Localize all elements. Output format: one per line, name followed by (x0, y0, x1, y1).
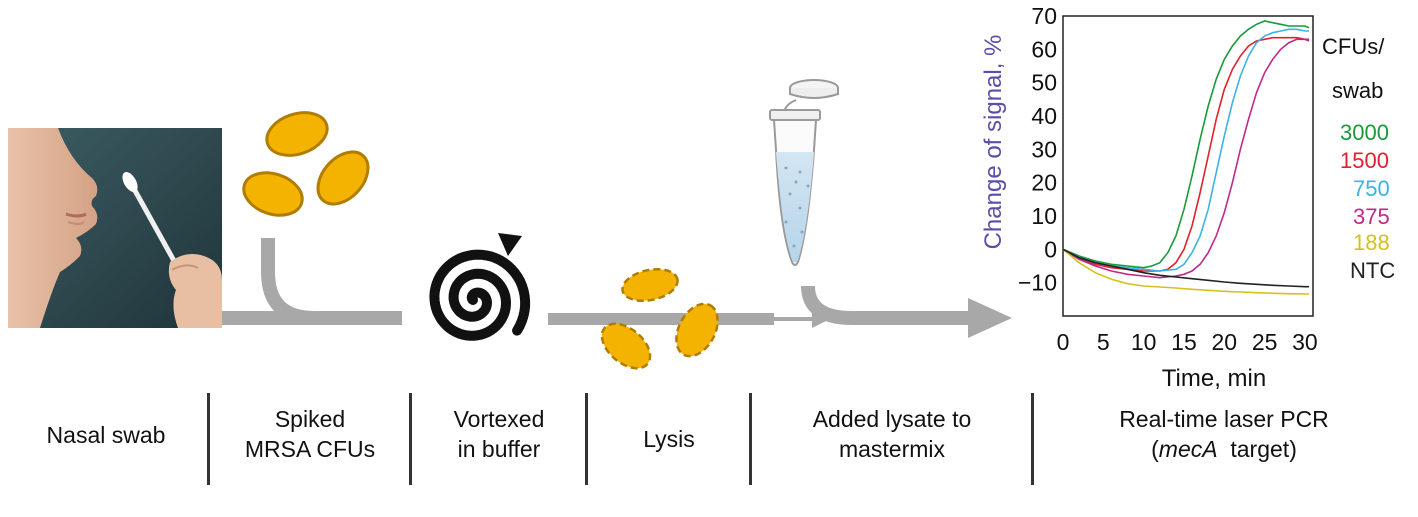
legend-item-3000: 3000 (1340, 120, 1389, 145)
step-added-line1: Added lysate to (812, 406, 972, 432)
pcr-tube-icon (769, 79, 839, 266)
y-tick-label: 50 (1031, 70, 1057, 96)
chart-axes (1062, 15, 1314, 317)
step-divider (1031, 393, 1034, 485)
plot-area (1062, 15, 1314, 317)
step-divider (409, 393, 412, 485)
y-tick-label: 70 (1031, 3, 1057, 29)
series-line-ntc (1062, 248, 1309, 288)
y-tick-label: 40 (1031, 103, 1057, 129)
step-vortex-line2: in buffer (457, 436, 541, 462)
series-line-375 (1062, 38, 1310, 279)
legend-title-line1: CFUs/ (1322, 34, 1385, 59)
x-tick-label: 0 (1057, 329, 1070, 355)
step-pcr-line2: (mecA target) (1036, 434, 1412, 464)
step-lysis-line1: Lysis (643, 426, 695, 452)
step-pcr-paren-open: ( (1151, 436, 1159, 462)
step-pcr-line1: Real-time laser PCR (1119, 406, 1329, 432)
chart-series-lines (1062, 20, 1310, 295)
step-vortex-line1: Vortexed (453, 406, 545, 432)
y-tick-label: −10 (1018, 270, 1057, 296)
x-tick-label: 10 (1131, 329, 1157, 355)
pcr-amplification-chart: 0 5 10 15 20 25 30 70 60 50 40 30 20 10 0 −10 Change of… (980, 3, 1318, 392)
x-tick-label: 30 (1292, 329, 1318, 355)
y-tick-label: 20 (1031, 170, 1057, 196)
vortex-spiral-icon (429, 233, 531, 341)
step-divider (585, 393, 588, 485)
series-line-750 (1062, 28, 1309, 272)
mrsa-cfu-icons (242, 111, 370, 217)
series-line-3000 (1062, 20, 1310, 269)
chart-tick-labels: 0 5 10 15 20 25 30 70 60 50 40 30 20 10 0 −10 (1018, 3, 1318, 355)
step-label-real-time-pcr: Real-time laser PCR (mecA target) (1036, 404, 1412, 464)
x-tick-label: 25 (1252, 329, 1278, 355)
step-pcr-target-suffix: target) (1217, 436, 1297, 462)
legend-item-1500: 1500 (1340, 148, 1389, 173)
step-added-line2: mastermix (838, 436, 946, 462)
y-tick-label: 60 (1031, 36, 1057, 62)
step-label-nasal-swab: Nasal swab (8, 420, 204, 450)
step-spiked-line1: Spiked (274, 406, 346, 432)
step-nasal-line1: Nasal swab (46, 422, 166, 448)
x-tick-label: 5 (1097, 329, 1110, 355)
step-spiked-line2: MRSA CFUs (244, 436, 376, 462)
step-label-added-lysate: Added lysate to mastermix (754, 404, 1030, 464)
y-tick-label: 30 (1031, 136, 1057, 162)
process-arrow (222, 238, 1012, 338)
step-label-vortexed: Vortexed in buffer (413, 404, 585, 464)
x-axis-label: Time, min (1162, 365, 1266, 392)
y-tick-label: 0 (1044, 236, 1057, 262)
step-divider (207, 393, 210, 485)
legend-item-375: 375 (1353, 204, 1390, 229)
y-tick-label: 10 (1031, 203, 1057, 229)
step-label-spiked: Spiked MRSA CFUs (212, 404, 408, 464)
x-tick-label: 20 (1211, 329, 1237, 355)
series-line-188 (1062, 248, 1309, 295)
legend-title-line2: swab (1332, 78, 1384, 103)
nasal-swab-photo (8, 128, 222, 328)
step-divider (749, 393, 752, 485)
legend-item-750: 750 (1353, 176, 1390, 201)
y-axis-label: Change of signal, % (980, 35, 1007, 250)
legend-item-188: 188 (1353, 230, 1390, 255)
step-label-lysis: Lysis (590, 424, 748, 454)
legend-item-ntc: NTC (1350, 258, 1396, 283)
lysed-cell-icons (600, 267, 719, 370)
x-tick-label: 15 (1171, 329, 1197, 355)
step-pcr-target-gene: mecA (1158, 436, 1218, 462)
